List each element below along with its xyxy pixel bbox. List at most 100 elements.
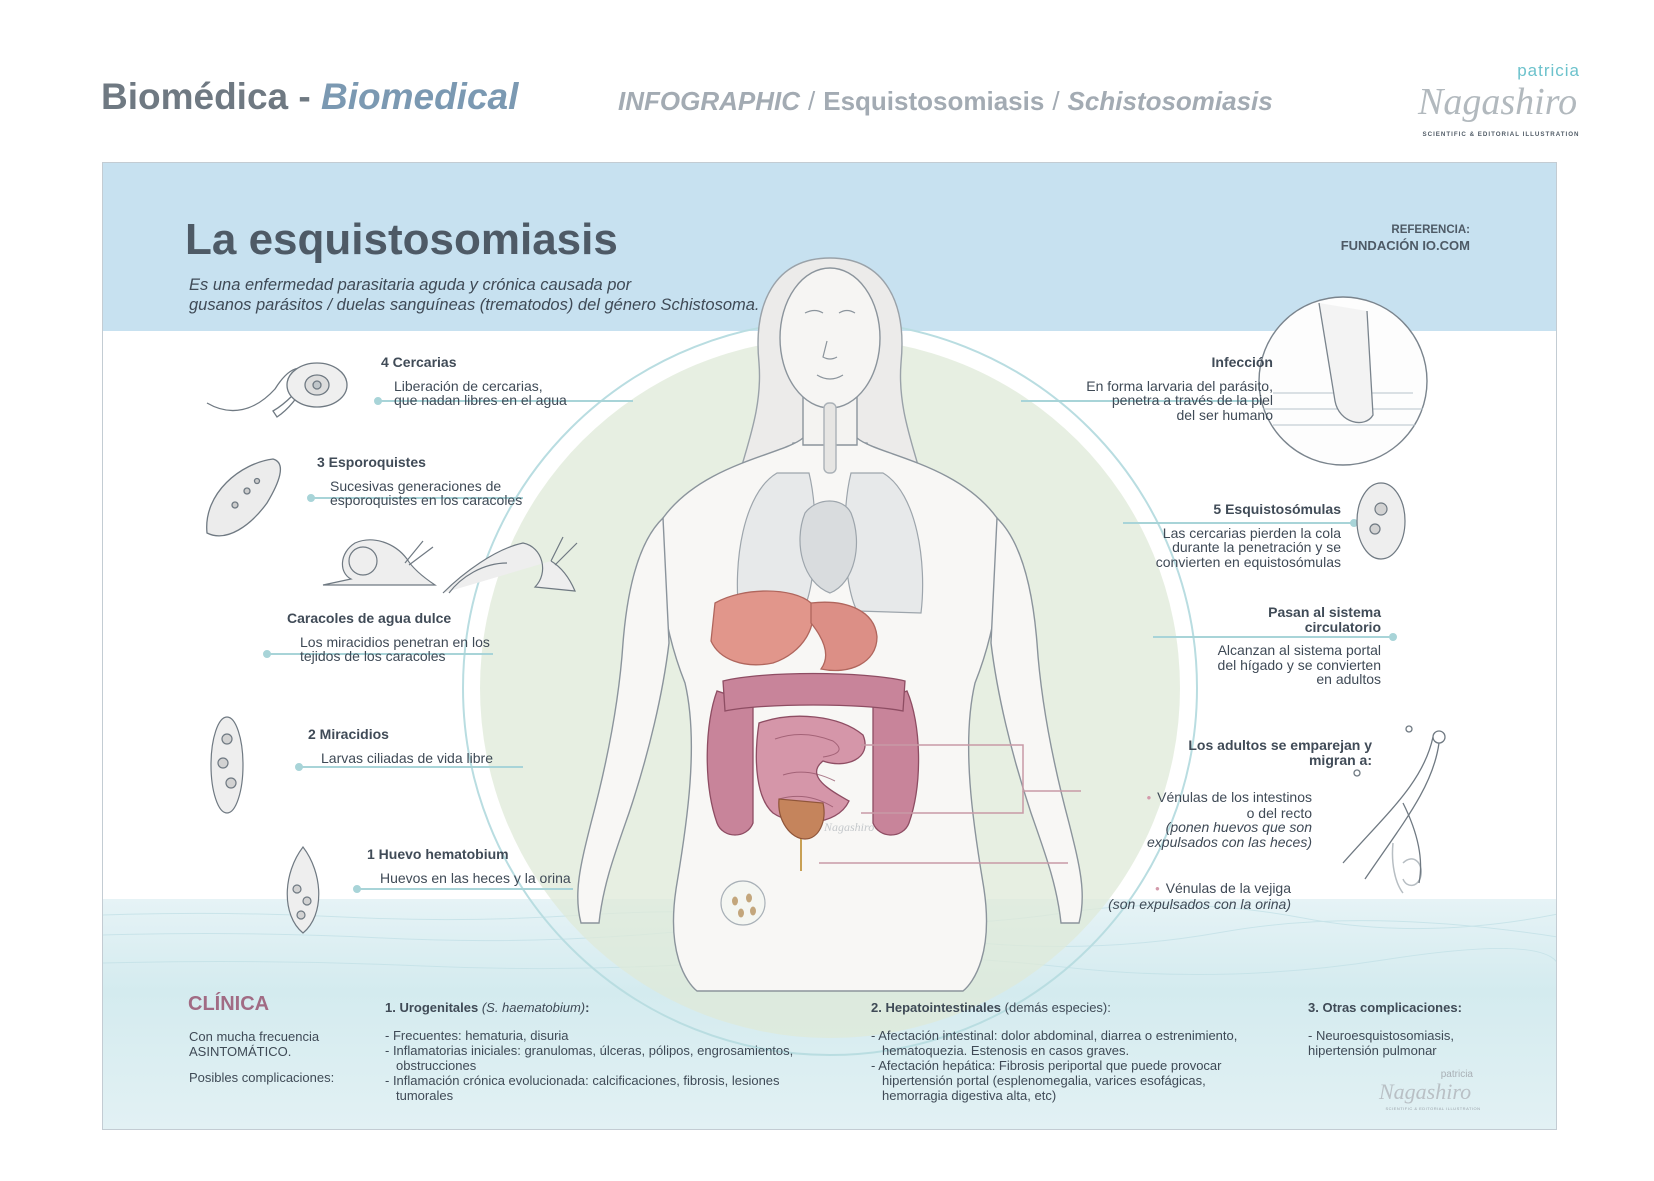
brand-title-en: Biomedical xyxy=(321,76,519,117)
artist-signature xyxy=(1391,842,1422,894)
svg-text:Nagashiro: Nagashiro xyxy=(1378,1079,1471,1104)
svg-text:SCIENTIFIC & EDITORIAL ILLUSTR: SCIENTIFIC & EDITORIAL ILLUSTRATION xyxy=(1386,1106,1481,1111)
breadcrumb-item-en: Schistosomiasis xyxy=(1067,86,1273,116)
svg-text:patricia: patricia xyxy=(1517,61,1580,80)
watermark-logo: Nagashiro xyxy=(823,820,874,834)
clinical-col-head: 2. Hepatointestinales (demás especies): xyxy=(871,1000,1271,1015)
clinical-col-species: (S. haematobium) xyxy=(481,1000,586,1015)
connectors-left xyxy=(263,397,633,893)
footer-logo: patricia Nagashiro SCIENTIFIC & EDITORIA… xyxy=(1378,1069,1481,1111)
reference-label: REFERENCIA: xyxy=(1391,224,1470,236)
egg-icon xyxy=(286,846,320,934)
sporocyst-icon xyxy=(206,458,282,537)
step-desc: tejidos de los caracoles xyxy=(300,648,446,664)
step-desc: esporoquistes en los caracoles xyxy=(330,492,523,508)
destination-note: (son expulsados con la orina) xyxy=(1108,895,1291,912)
schistosomula-icon xyxy=(1356,482,1406,560)
step-label: migran a: xyxy=(1308,751,1372,768)
clinical-col-hepatointestinal: 2. Hepatointestinales (demás especies): … xyxy=(871,1000,1271,1103)
step-desc: Larvas ciliadas de vida libre xyxy=(321,749,493,766)
lifecycle-step-circulatorio: Pasan al sistema circulatorio Alcanzan a… xyxy=(1218,605,1381,687)
egg-bubble-icon xyxy=(720,880,766,926)
lifecycle-step-esporoquistes: 3 Esporoquistes Sucesivas generaciones d… xyxy=(317,455,522,508)
step-desc: en adultos xyxy=(1316,671,1381,687)
clinical-item: - Frecuentes: hematuria, disuria xyxy=(385,1028,569,1043)
lifecycle-step-adultos: Los adultos se emparejan y migran a: xyxy=(1188,738,1372,776)
clinical-col-head: 1. Urogenitales (S. haematobium): xyxy=(385,1000,830,1015)
step-label: Caracoles de agua dulce xyxy=(287,610,452,626)
clinical-col-urogenital: 1. Urogenitales (S. haematobium): - Frec… xyxy=(385,1000,830,1103)
clinical-item: - Neuroesquistosomiasis, hipertensión pu… xyxy=(1308,1028,1454,1058)
step-desc: Liberación de cercarias, xyxy=(394,377,543,394)
clinical-col-head-text: 1. Urogenitales xyxy=(385,1000,482,1015)
destination-intestines: • Vénulas de los intestinos o del recto (… xyxy=(1147,790,1312,849)
step-desc: penetra a través de la piel xyxy=(1111,392,1273,408)
breadcrumb-item-infographic: INFOGRAPHIC xyxy=(618,86,800,116)
clinical-item: - Afectación intestinal: dolor abdominal… xyxy=(871,1028,1238,1058)
lifecycle-step-esquistosomulas: 5 Esquistosómulas Las cercarias pierden … xyxy=(1156,502,1341,569)
step-desc: Los miracidios penetran en los xyxy=(300,633,490,650)
clinical-list: - Frecuentes: hematuria, disuria - Infla… xyxy=(385,1028,830,1103)
brand-title: Biomédica - Biomedical xyxy=(101,76,518,118)
destination-note: (ponen huevos que son xyxy=(1165,819,1312,835)
breadcrumb-separator: / xyxy=(1052,86,1060,116)
breadcrumb: INFOGRAPHIC/Esquistosomiasis/Schistosomi… xyxy=(618,86,1273,117)
panel-subtitle-line: gusanos parásitos / duelas sanguíneas (t… xyxy=(189,296,760,314)
step-label: Los adultos se emparejan y xyxy=(1188,737,1372,753)
face-features xyxy=(804,309,856,380)
step-label: 5 Esquistosómulas xyxy=(1213,501,1341,517)
foot-in-water-icon xyxy=(1258,296,1428,466)
step-desc: convierten en equistosómulas xyxy=(1155,553,1341,570)
destination-name: o del recto xyxy=(1246,804,1312,821)
step-label: 1 Huevo hematobium xyxy=(367,846,509,862)
reference-org: FUNDACIÓN IO.COM xyxy=(1340,238,1470,253)
stomach xyxy=(810,601,878,672)
bullet-dot: • xyxy=(1146,790,1152,805)
left-arm xyxy=(577,516,670,924)
step-label: Infección xyxy=(1211,354,1273,370)
step-label: 3 Esporoquistes xyxy=(317,454,426,470)
step-desc: Alcanzan al sistema portal xyxy=(1217,642,1381,658)
clinical-col-other: 3. Otras complicaciones: - Neuroesquisto… xyxy=(1308,1000,1488,1058)
illustration-layer: Nagashiro xyxy=(103,257,1556,1056)
svg-text:patricia: patricia xyxy=(1441,1069,1474,1080)
clinical-item: - Afectación hepática: Fibrosis periport… xyxy=(871,1058,1222,1103)
adult-worms-icon xyxy=(1342,725,1446,884)
cercaria-icon xyxy=(206,362,348,418)
destination-note: expulsados con las heces) xyxy=(1147,833,1312,850)
clinical-freq: ASINTOMÁTICO. xyxy=(189,1044,292,1059)
destination-bladder: • Vénulas de la vejiga (son expulsados co… xyxy=(1108,881,1291,911)
clinical-item: - Inflamatorias iniciales: granulomas, ú… xyxy=(385,1043,794,1073)
brand-title-es: Biomédica - xyxy=(101,76,321,117)
intestines xyxy=(706,672,920,836)
heart xyxy=(799,500,858,594)
infographic-panel: Nagashiro xyxy=(102,162,1557,1130)
step-desc: del ser humano xyxy=(1176,406,1273,423)
clinical-list: - Afectación intestinal: dolor abdominal… xyxy=(871,1028,1271,1103)
clinical-col-colon: : xyxy=(585,1000,590,1015)
destination-name: • Vénulas de los intestinos xyxy=(1147,790,1312,806)
clinical-col-note: (demás especies): xyxy=(1004,1000,1111,1015)
step-desc: Las cercarias pierden la cola xyxy=(1162,524,1341,541)
step-label: Pasan al sistema xyxy=(1268,604,1381,620)
step-desc: del hígado y se convierten xyxy=(1217,656,1381,673)
connectors-right xyxy=(1021,397,1397,641)
reference-block: REFERENCIA: FUNDACIÓN IO.COM xyxy=(1341,223,1470,253)
bullet-dot: • xyxy=(1155,881,1160,896)
breadcrumb-item-es: Esquistosomiasis xyxy=(823,86,1045,116)
clinical-intro: Con mucha frecuencia ASINTOMÁTICO. Posib… xyxy=(189,1029,334,1085)
bladder xyxy=(778,798,825,840)
destination-text: Vénulas de la vejiga xyxy=(1165,880,1291,896)
clinical-title: CLÍNICA xyxy=(188,993,270,1015)
panel-subtitle-line: Es una enfermedad parasitaria aguda y cr… xyxy=(189,276,632,294)
clinical-list: - Neuroesquistosomiasis, hipertensión pu… xyxy=(1308,1028,1488,1058)
lifecycle-step-huevo: 1 Huevo hematobium Huevos en las heces y… xyxy=(367,847,571,885)
lifecycle-step-cercarias: 4 Cercarias Liberación de cercarias, que… xyxy=(381,355,567,408)
destination-name: • Vénulas de la vejiga xyxy=(1108,881,1291,897)
clinical-item: - Inflamación crónica evolucionada: calc… xyxy=(385,1073,780,1103)
step-label: circulatorio xyxy=(1304,618,1381,635)
svg-text:Nagashiro: Nagashiro xyxy=(823,820,874,834)
right-arm xyxy=(990,516,1083,924)
destination-text: Vénulas de los intestinos xyxy=(1157,789,1312,805)
clinical-col-head-text: 2. Hepatointestinales xyxy=(871,1000,1005,1015)
